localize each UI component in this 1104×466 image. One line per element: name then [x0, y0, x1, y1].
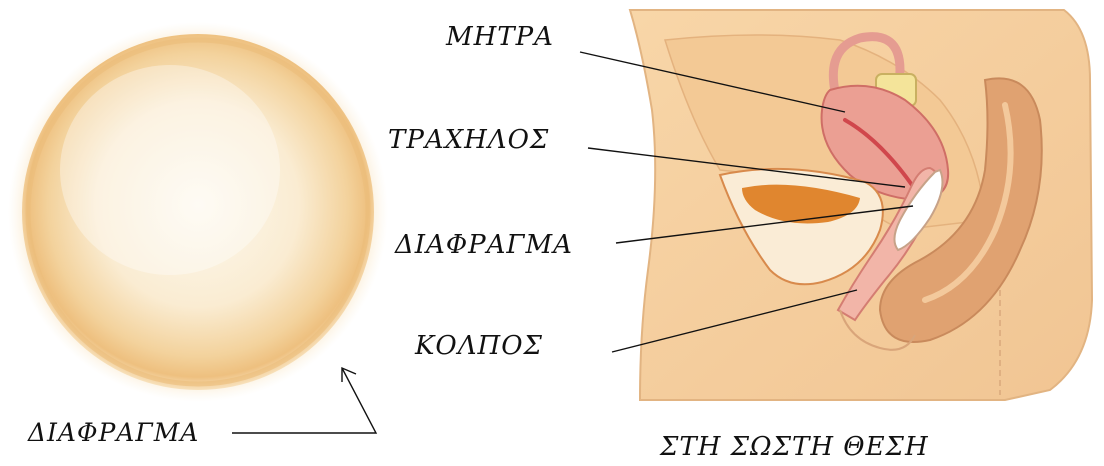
- anatomy-cross-section: [630, 10, 1092, 400]
- label-diaphragm-device: ΔΙΑΦΡΑΓΜΑ: [27, 418, 199, 447]
- diaphragm-device-illustration: [8, 22, 388, 402]
- label-vagina: ΚΟΛΠΟΣ: [414, 331, 543, 361]
- label-uterus: ΜΗΤΡΑ: [445, 22, 554, 52]
- label-cervix: ΤΡΑΧΗΛΟΣ: [388, 125, 549, 155]
- diaphragm-device-highlight: [60, 65, 280, 275]
- caption-correct-position: ΣΤΗ ΣΩΣΤΗ ΘΕΣΗ: [659, 432, 929, 462]
- label-diaphragm-in-body: ΔΙΑΦΡΑΓΜΑ: [394, 230, 573, 260]
